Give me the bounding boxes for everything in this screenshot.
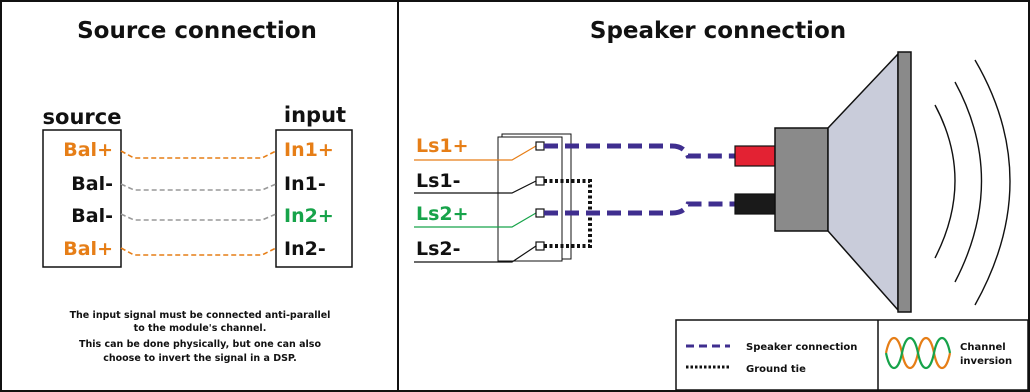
link-bal-plus-in1-plus bbox=[120, 150, 277, 159]
input-terminal-block bbox=[275, 129, 353, 268]
note-line-2: to the module's channel. bbox=[134, 323, 267, 334]
ls2-minus-lead bbox=[414, 245, 537, 263]
legend-ground-tie-label: Ground tie bbox=[746, 364, 806, 375]
output-ls2-minus: Ls2- bbox=[416, 238, 461, 260]
source-bal-plus-1: Bal+ bbox=[63, 139, 113, 161]
sound-wave-3 bbox=[974, 59, 1011, 306]
note-line-3: This can be done physically, but one can… bbox=[79, 339, 321, 350]
source-terminal-block bbox=[42, 129, 122, 268]
note-line-4: choose to invert the signal in a DSP. bbox=[103, 353, 297, 364]
note-line-1: The input signal must be connected anti-… bbox=[70, 310, 331, 321]
input-in1-plus: In1+ bbox=[284, 139, 334, 161]
inversion-wave-green-icon bbox=[884, 336, 952, 370]
terminal-screw-ls1-plus bbox=[535, 141, 545, 151]
speaker-wire-ls2-plus bbox=[544, 201, 735, 216]
speaker-panel-title: Speaker connection bbox=[590, 18, 846, 44]
link-bal-minus-in1-minus bbox=[120, 183, 277, 191]
terminal-screw-ls2-plus bbox=[535, 208, 545, 218]
input-header: input bbox=[284, 103, 346, 127]
legend-channel-inversion-line2: inversion bbox=[960, 356, 1012, 367]
link-bal-plus-in2-minus bbox=[120, 247, 277, 256]
input-in1-minus: In1- bbox=[284, 173, 326, 195]
output-ls2-plus: Ls2+ bbox=[416, 203, 469, 225]
speaker-front-plate bbox=[897, 51, 912, 313]
legend-speaker-connection-label: Speaker connection bbox=[746, 342, 857, 353]
speaker-wire-ls1-plus bbox=[544, 143, 735, 159]
ls2-plus-lead bbox=[414, 212, 537, 228]
legend-box bbox=[675, 319, 1029, 391]
output-terminal-strip bbox=[497, 136, 563, 262]
input-in2-minus: In2- bbox=[284, 238, 326, 260]
terminal-screw-ls2-minus bbox=[535, 241, 545, 251]
link-bal-minus-in2-plus bbox=[120, 213, 277, 221]
input-in2-plus: In2+ bbox=[284, 205, 334, 227]
source-bal-plus-2: Bal+ bbox=[63, 238, 113, 260]
ls1-plus-lead bbox=[414, 145, 537, 161]
source-bal-minus-1: Bal- bbox=[71, 173, 113, 195]
speaker-red-terminal bbox=[734, 145, 776, 167]
output-ls1-plus: Ls1+ bbox=[416, 135, 469, 157]
source-header: source bbox=[43, 105, 122, 129]
speaker-cone bbox=[827, 52, 899, 312]
source-bal-minus-2: Bal- bbox=[71, 205, 113, 227]
source-panel-title: Source connection bbox=[77, 18, 317, 44]
speaker-black-terminal bbox=[734, 193, 776, 215]
sound-wave-1 bbox=[934, 104, 956, 259]
legend-channel-inversion-line1: Channel bbox=[960, 342, 1006, 353]
speaker-magnet bbox=[774, 127, 829, 232]
output-ls1-minus: Ls1- bbox=[416, 170, 461, 192]
terminal-screw-ls1-minus bbox=[535, 176, 545, 186]
ls1-minus-lead bbox=[414, 180, 537, 194]
sound-wave-2 bbox=[954, 81, 983, 283]
